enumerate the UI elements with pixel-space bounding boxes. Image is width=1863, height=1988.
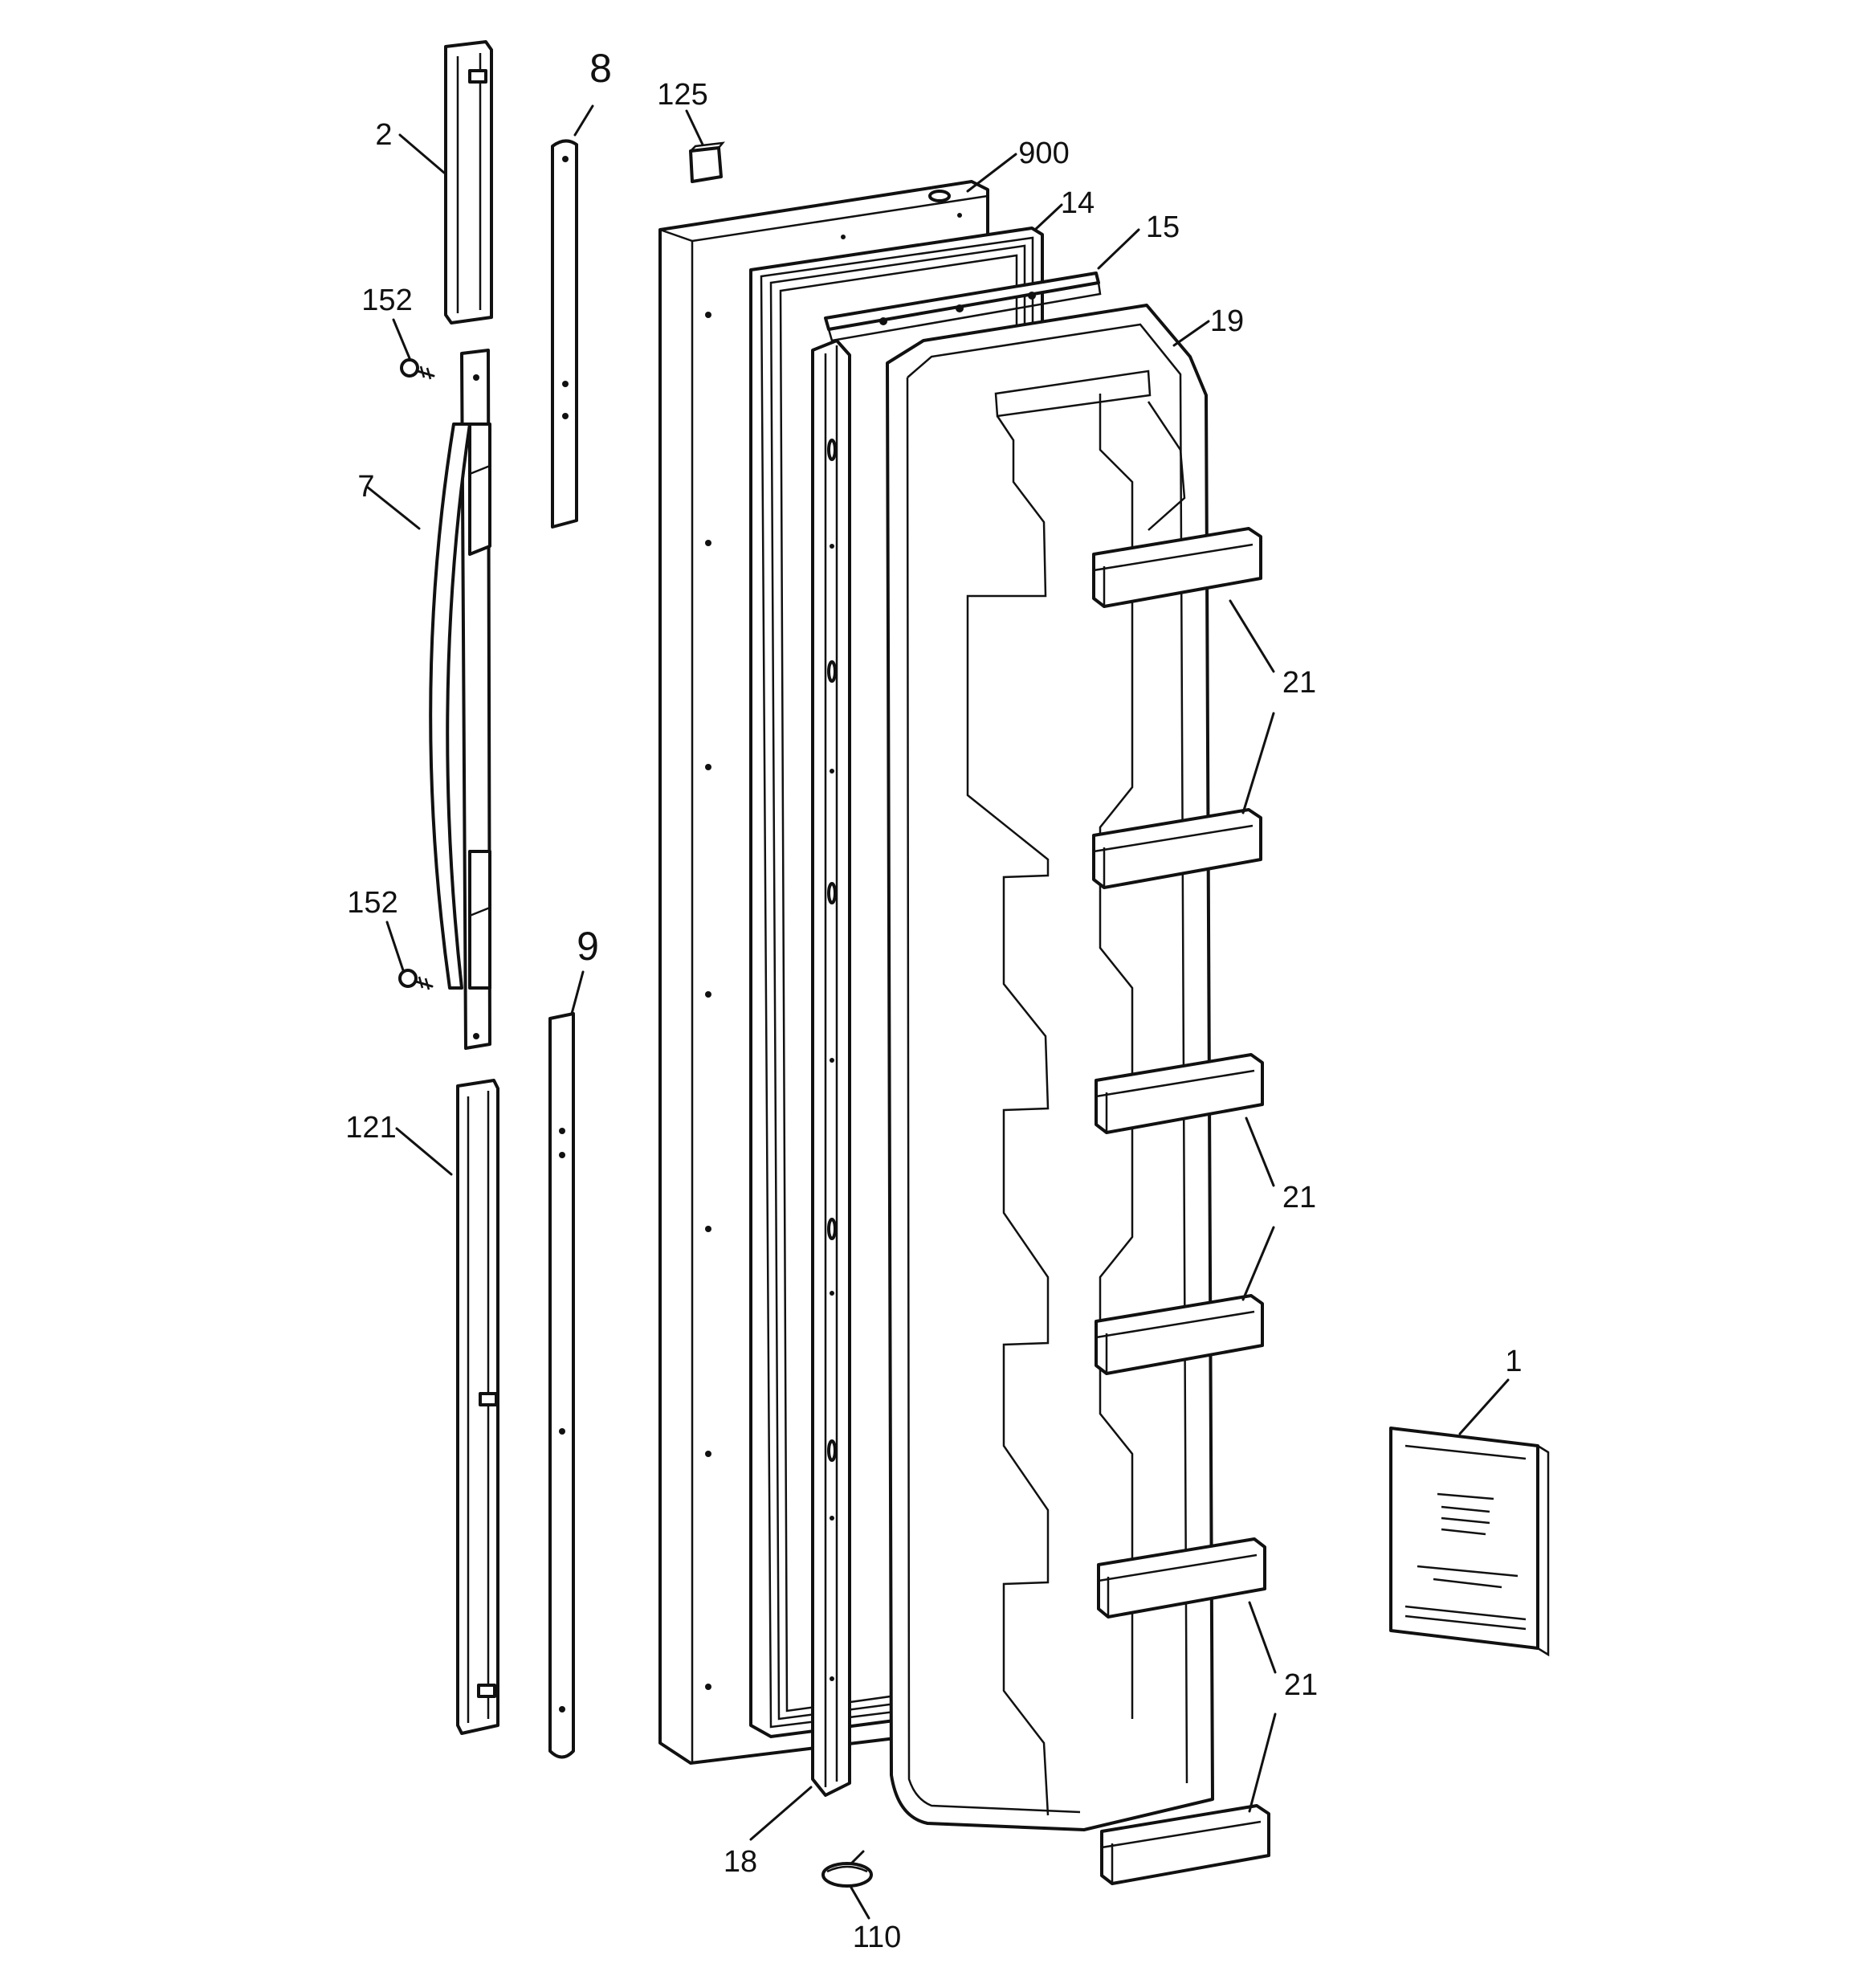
leader-7 (365, 485, 421, 530)
part-21-shelf-rail-4 (1095, 1294, 1264, 1375)
part-21-shelf-rail-6 (1100, 1804, 1270, 1885)
callout-110: 110 (853, 1921, 902, 1954)
leader-21b-2 (1241, 1226, 1275, 1301)
leader-110 (850, 1886, 870, 1920)
leader-19 (1172, 320, 1210, 347)
callout-19: 19 (1210, 304, 1244, 338)
leader-21a-2 (1241, 712, 1275, 814)
part-21-shelf-rail-5 (1097, 1537, 1266, 1619)
leader-21b-1 (1245, 1116, 1275, 1187)
leader-1 (1458, 1378, 1510, 1435)
part-21-shelf-rail-2 (1092, 808, 1262, 889)
leader-9 (570, 970, 585, 1015)
leader-121 (395, 1127, 453, 1176)
part-2-handle-cap-top (444, 40, 493, 325)
leader-21a-1 (1229, 599, 1275, 673)
part-110-clip (821, 1850, 873, 1888)
leader-152a (392, 318, 411, 360)
callout-14: 14 (1061, 186, 1095, 220)
callout-21-b: 21 (1282, 1181, 1316, 1214)
leader-125 (685, 109, 704, 146)
callout-18: 18 (724, 1845, 757, 1879)
callout-1: 1 (1505, 1345, 1522, 1378)
callout-2: 2 (375, 118, 392, 152)
callout-15: 15 (1146, 210, 1180, 244)
leader-2 (398, 133, 446, 174)
part-125-plug (689, 141, 725, 183)
part-21-shelf-rail-3 (1095, 1053, 1264, 1134)
leader-15 (1097, 228, 1140, 270)
callout-21-a: 21 (1282, 666, 1316, 700)
callout-7: 7 (357, 470, 374, 504)
leader-21c-2 (1248, 1712, 1277, 1813)
leader-14 (1034, 203, 1063, 231)
part-152-screw-upper (400, 358, 435, 380)
part-121-handle-cap-lower (456, 1079, 499, 1735)
callout-21-c: 21 (1284, 1668, 1318, 1702)
leader-8 (573, 104, 594, 137)
leader-18 (749, 1786, 813, 1841)
callout-labels: 2 8 125 900 14 15 19 152 7 21 152 9 121 … (345, 46, 1522, 1954)
part-18-breaker-strip-side (811, 339, 851, 1797)
callout-900: 900 (1018, 137, 1069, 170)
callout-9: 9 (577, 924, 599, 969)
leader-900 (966, 153, 1017, 193)
callout-152-lower: 152 (347, 886, 397, 920)
part-152-screw-lower (398, 969, 434, 990)
leader-lines (365, 104, 1510, 1920)
leader-152b (385, 921, 405, 972)
part-19-door-liner (886, 304, 1214, 1831)
callout-152-upper: 152 (361, 284, 412, 317)
leader-21c-1 (1248, 1601, 1277, 1674)
part-21-shelf-rail-1 (1092, 527, 1262, 608)
part-15-breaker-strip-top (824, 271, 1102, 342)
callout-8: 8 (589, 46, 612, 91)
callout-121: 121 (345, 1111, 396, 1145)
part-7-handle (429, 349, 491, 1050)
callout-125: 125 (657, 78, 707, 112)
part-8-trim-strip-upper (551, 139, 578, 529)
part-9-trim-strip-lower (548, 1012, 575, 1759)
part-1-owners-manual (1389, 1427, 1550, 1657)
